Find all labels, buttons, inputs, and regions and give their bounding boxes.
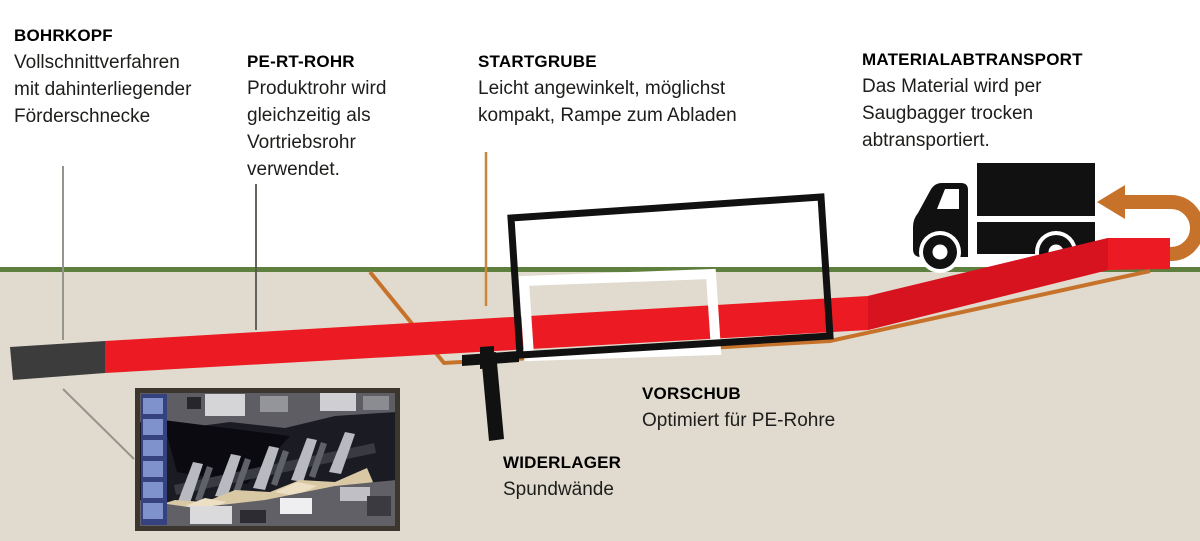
label-title: BOHRKOPF bbox=[14, 26, 113, 45]
label-startgrube: STARTGRUBE Leicht angewinkelt, möglichst… bbox=[478, 51, 773, 129]
sheet-pile-wall bbox=[462, 346, 519, 441]
photo-frame bbox=[135, 388, 400, 531]
label-line: gleichzeitig als bbox=[247, 105, 371, 126]
ground-surface-line bbox=[0, 267, 1200, 272]
label-title: VORSCHUB bbox=[642, 384, 741, 403]
label-materialabtransport: MATERIALABTRANSPORT Das Material wird pe… bbox=[862, 49, 1087, 154]
photo-leader-line bbox=[62, 388, 135, 460]
label-title: WIDERLAGER bbox=[503, 453, 622, 472]
label-pe-rt-rohr: PE-RT-ROHR Produktrohr wird gleichzeitig… bbox=[247, 51, 422, 183]
label-line: Leicht angewinkelt, möglichst bbox=[478, 78, 726, 99]
label-line: Saugbagger trocken bbox=[862, 103, 1034, 124]
pe-pipe bbox=[105, 238, 1170, 373]
drill-head-cutaway-photo bbox=[135, 388, 400, 531]
label-line: Vortriebsrohr bbox=[247, 132, 356, 153]
label-line: Optimiert für PE-Rohre bbox=[642, 410, 836, 431]
label-line: Das Material wird per bbox=[862, 76, 1042, 97]
label-widerlager: WIDERLAGER Spundwände bbox=[503, 452, 728, 503]
label-title: PE-RT-ROHR bbox=[247, 52, 355, 71]
label-line: abtransportiert. bbox=[862, 130, 990, 151]
label-line: verwendet. bbox=[247, 159, 340, 180]
truck-window bbox=[937, 189, 959, 209]
label-line: kompakt, Rampe zum Abladen bbox=[478, 105, 737, 126]
label-line: Vollschnittverfahren bbox=[14, 52, 180, 73]
machine-container-outline bbox=[507, 193, 834, 359]
pe-pipe-ramp-segment bbox=[868, 238, 1108, 330]
label-line: Förderschnecke bbox=[14, 106, 151, 127]
label-title: STARTGRUBE bbox=[478, 52, 597, 71]
truck-icon bbox=[913, 163, 1095, 273]
jacking-frame bbox=[518, 268, 722, 362]
label-line: Produktrohr wird bbox=[247, 78, 387, 99]
label-vorschub: VORSCHUB Optimiert für PE-Rohre bbox=[642, 383, 887, 434]
label-bohrkopf: BOHRKOPF Vollschnittverfahren mit dahint… bbox=[14, 25, 229, 130]
drill-head bbox=[10, 341, 105, 380]
label-title: MATERIALABTRANSPORT bbox=[862, 50, 1083, 69]
label-line: mit dahinterliegender bbox=[14, 79, 192, 100]
u-turn-arrow-icon bbox=[1097, 185, 1200, 261]
label-line: Spundwände bbox=[503, 479, 614, 500]
